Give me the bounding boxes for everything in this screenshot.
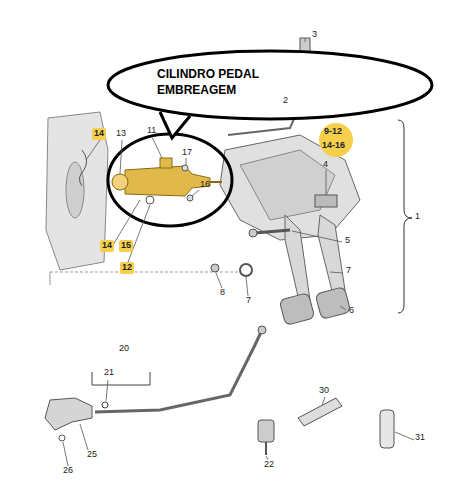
callout-number: 8 bbox=[219, 288, 226, 298]
callout-bubble: CILINDRO PEDAL EMBREAGEM bbox=[105, 48, 435, 122]
callout-number: 17 bbox=[181, 148, 193, 158]
connector bbox=[45, 398, 92, 430]
callout-number: 14 bbox=[92, 128, 106, 140]
assembly-brace bbox=[398, 120, 412, 313]
grease-tube bbox=[298, 398, 342, 426]
callout-number: 4 bbox=[322, 160, 329, 170]
callout-number: 31 bbox=[414, 433, 426, 443]
switch bbox=[315, 195, 337, 207]
callout-number: 14 bbox=[100, 240, 114, 252]
callout-number: 6 bbox=[348, 306, 355, 316]
callout-number: 13 bbox=[115, 129, 127, 139]
callout-number: 9-12 bbox=[323, 127, 343, 137]
callout-number: 3 bbox=[311, 30, 318, 40]
hydraulic-line bbox=[95, 330, 262, 412]
callout-number: 26 bbox=[62, 466, 74, 476]
callout-number: 30 bbox=[318, 386, 330, 396]
firewall-panel bbox=[46, 112, 108, 270]
callout-number: 15 bbox=[119, 240, 133, 252]
clip bbox=[258, 420, 274, 442]
callout-number: 11 bbox=[146, 126, 157, 136]
callout-number: 22 bbox=[263, 460, 275, 470]
highlight-disc bbox=[319, 123, 353, 157]
nut bbox=[211, 264, 219, 272]
callout-number: 21 bbox=[103, 368, 115, 378]
gasket bbox=[79, 150, 86, 186]
callout-text: CILINDRO PEDAL EMBREAGEM bbox=[157, 67, 287, 98]
callout-number: 25 bbox=[86, 450, 98, 460]
pedal-pad bbox=[279, 293, 315, 326]
pedal-pad bbox=[315, 287, 351, 320]
callout-number: 7 bbox=[345, 266, 352, 276]
bubble-ellipse bbox=[105, 48, 435, 122]
callout-number: 2 bbox=[282, 96, 289, 106]
washer bbox=[240, 264, 252, 276]
callout-number: 1 bbox=[414, 212, 421, 222]
callout-number: 14-16 bbox=[321, 141, 346, 151]
clutch-master-cylinder bbox=[125, 166, 210, 196]
panel-opening bbox=[66, 162, 84, 218]
callout-number: 7 bbox=[245, 296, 252, 306]
callout-number: 5 bbox=[344, 236, 351, 246]
bushing bbox=[380, 410, 394, 448]
highlight-ring bbox=[108, 134, 232, 226]
callout-number: 20 bbox=[118, 344, 130, 354]
callout-number: 12 bbox=[120, 262, 134, 274]
callout-tail bbox=[160, 112, 190, 138]
pedal-arm bbox=[285, 215, 310, 305]
pedal-arm bbox=[318, 215, 345, 295]
callout-number: 16 bbox=[199, 180, 211, 190]
